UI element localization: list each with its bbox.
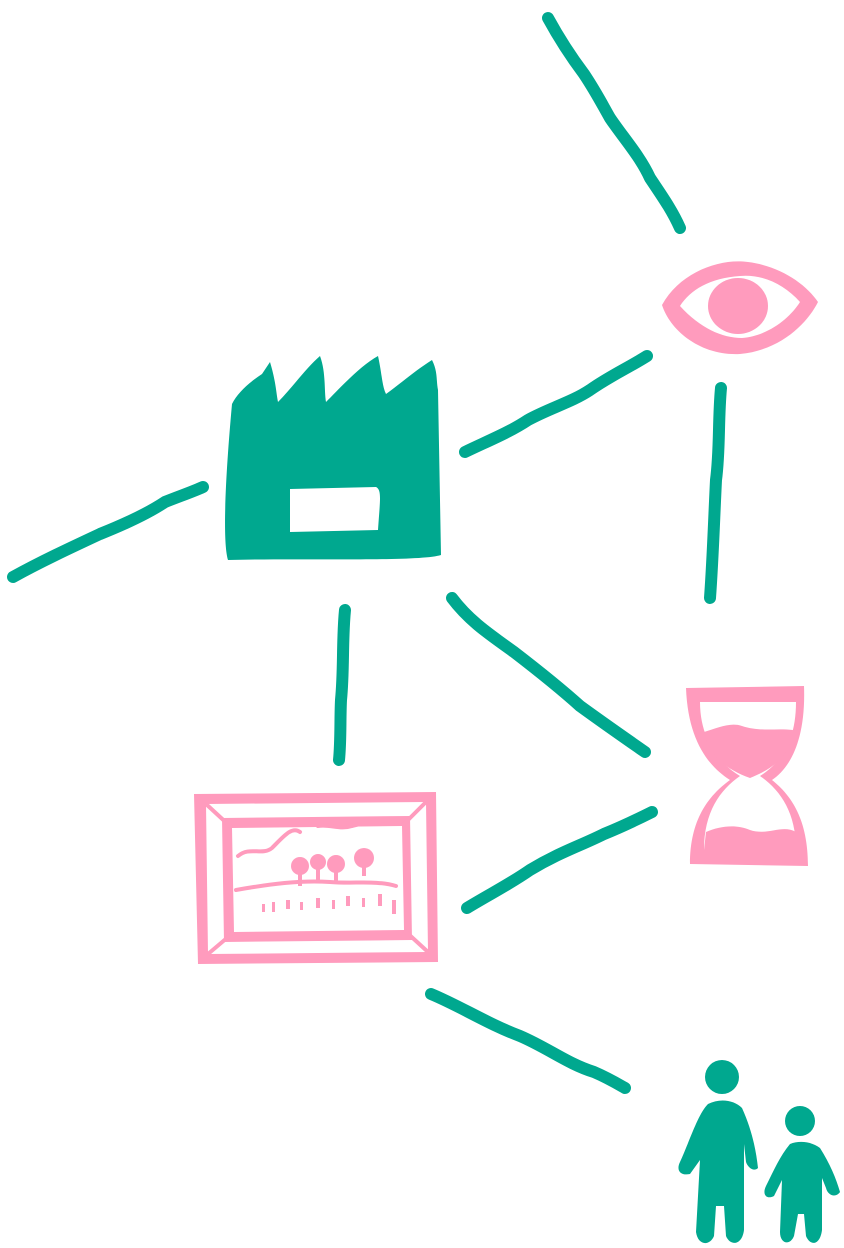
edge-factory-hourglass	[452, 598, 645, 752]
hourglass-sand-bottom	[704, 826, 796, 850]
eye-pupil	[708, 278, 768, 334]
factory-window	[290, 487, 380, 532]
adult-figure	[678, 1060, 758, 1243]
edge-eye-top	[548, 18, 680, 228]
two-people-icon	[678, 1060, 840, 1243]
landscape-marks	[262, 894, 396, 914]
hourglass-icon	[686, 686, 808, 866]
eye-icon	[662, 261, 818, 354]
edge-factory-eye	[465, 356, 647, 452]
edge-picture-people	[431, 994, 625, 1088]
edge-eye-hourglass	[710, 388, 721, 598]
factory-icon	[225, 356, 441, 560]
edge-factory-picture	[339, 610, 345, 760]
child-figure	[764, 1106, 840, 1243]
framed-landscape-icon	[194, 792, 438, 964]
edge-picture-hourglass	[467, 812, 652, 908]
edge-factory-left	[13, 487, 203, 577]
